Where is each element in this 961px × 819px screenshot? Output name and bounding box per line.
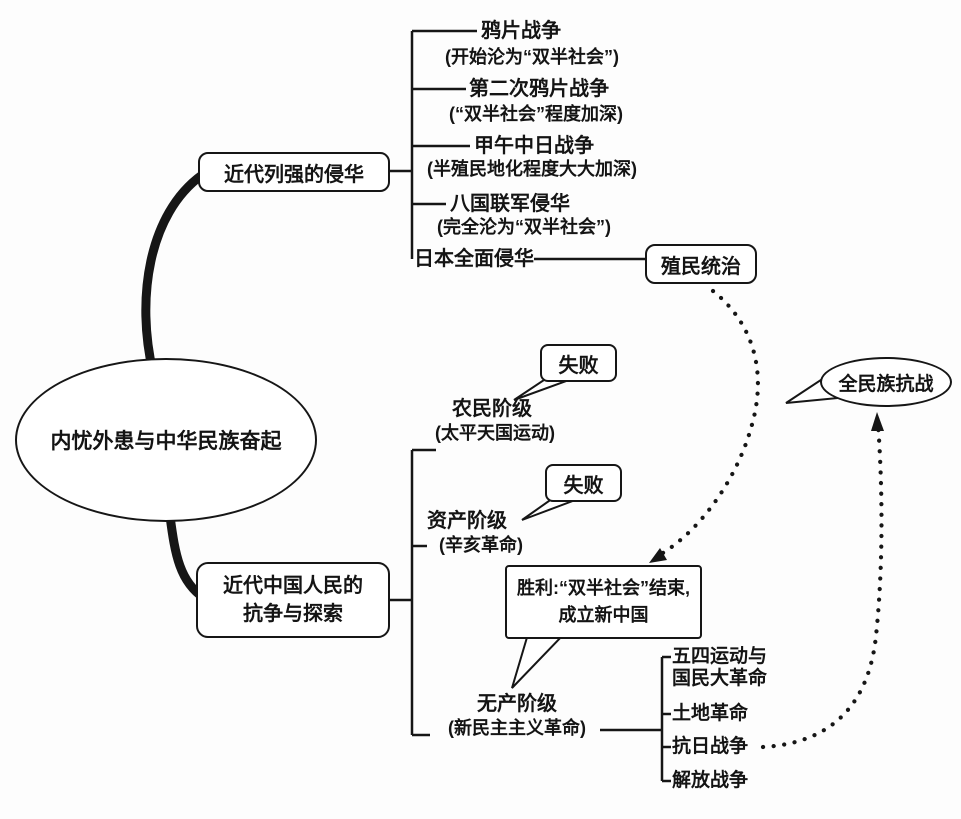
- xinhai-revolution-note: (辛亥革命): [439, 535, 523, 555]
- second-opium-war-label: 第二次鸦片战争: [469, 78, 609, 100]
- failure-badge-bourgeois-label: 失败: [563, 474, 604, 497]
- branch-foreign-aggression-label: 近代列强的侵华: [224, 163, 364, 186]
- sino-japanese-war-note: (半殖民地化程度大大加深): [427, 159, 637, 179]
- branch-curve-top: [141, 170, 207, 377]
- victory-bubble-tail: [511, 633, 567, 689]
- bracket-aggression: [390, 29, 645, 261]
- arrowhead-to-national-war: [871, 412, 884, 431]
- victory-line1: 胜利:“双半社会”结束,: [517, 578, 690, 598]
- proletariat-class-label: 无产阶级: [477, 693, 557, 715]
- failure-badge-peasant: 失败: [540, 344, 617, 382]
- opium-war-label: 鸦片战争: [481, 20, 561, 42]
- national-resistance-label: 全民族抗战: [838, 373, 934, 395]
- liberation-war-label: 解放战争: [672, 770, 749, 791]
- anti-japanese-war-label: 抗日战争: [672, 736, 749, 757]
- branch-foreign-aggression: 近代列强的侵华: [198, 152, 390, 192]
- taiping-rebellion-note: (太平天国运动): [435, 423, 555, 443]
- victory-node: 胜利:“双半社会”结束, 成立新中国: [505, 565, 702, 639]
- eight-nation-alliance-note: (完全沦为“双半社会”): [437, 217, 611, 237]
- may-fourth-label-line1: 五四运动与: [672, 646, 768, 667]
- bourgeois-class-label: 资产阶级: [427, 510, 507, 532]
- failure-badge-bourgeois: 失败: [545, 464, 622, 502]
- peasant-class-label: 农民阶级: [452, 398, 532, 420]
- colonial-rule-node: 殖民统治: [645, 244, 757, 284]
- bracket-resistance: [390, 448, 436, 737]
- branch-peoples-resistance-label-line1: 近代中国人民的: [223, 575, 363, 597]
- failure-badge-peasant-label: 失败: [558, 354, 599, 377]
- dotted-arrow-colonial-to-victory: [653, 288, 760, 560]
- victory-line2: 成立新中国: [558, 605, 649, 625]
- may-fourth-label-line2: 国民大革命: [672, 668, 768, 689]
- land-revolution-label: 土地革命: [672, 703, 749, 724]
- national-resistance-node: 全民族抗战: [820, 357, 952, 407]
- opium-war-note: (开始沦为“双半社会”): [445, 47, 619, 67]
- sino-japanese-war-label: 甲午中日战争: [474, 135, 594, 157]
- colonial-rule-label: 殖民统治: [661, 255, 741, 278]
- second-opium-war-note: (“双半社会”程度加深): [449, 104, 623, 124]
- central-topic: 内忧外患与中华民族奋起: [15, 358, 317, 522]
- japan-full-invasion-label: 日本全面侵华: [414, 248, 534, 270]
- eight-nation-alliance-label: 八国联军侵华: [450, 193, 570, 215]
- branch-peoples-resistance-label-line2: 抗争与探索: [243, 603, 343, 625]
- central-topic-label: 内忧外患与中华民族奋起: [50, 430, 282, 453]
- new-democratic-revolution-note: (新民主主义革命): [448, 718, 586, 738]
- arrowhead-to-victory: [649, 548, 667, 563]
- dotted-arrow-war-to-national: [760, 421, 884, 750]
- bracket-revolution-stages: [600, 655, 671, 783]
- branch-peoples-resistance: 近代中国人民的 抗争与探索: [196, 562, 390, 638]
